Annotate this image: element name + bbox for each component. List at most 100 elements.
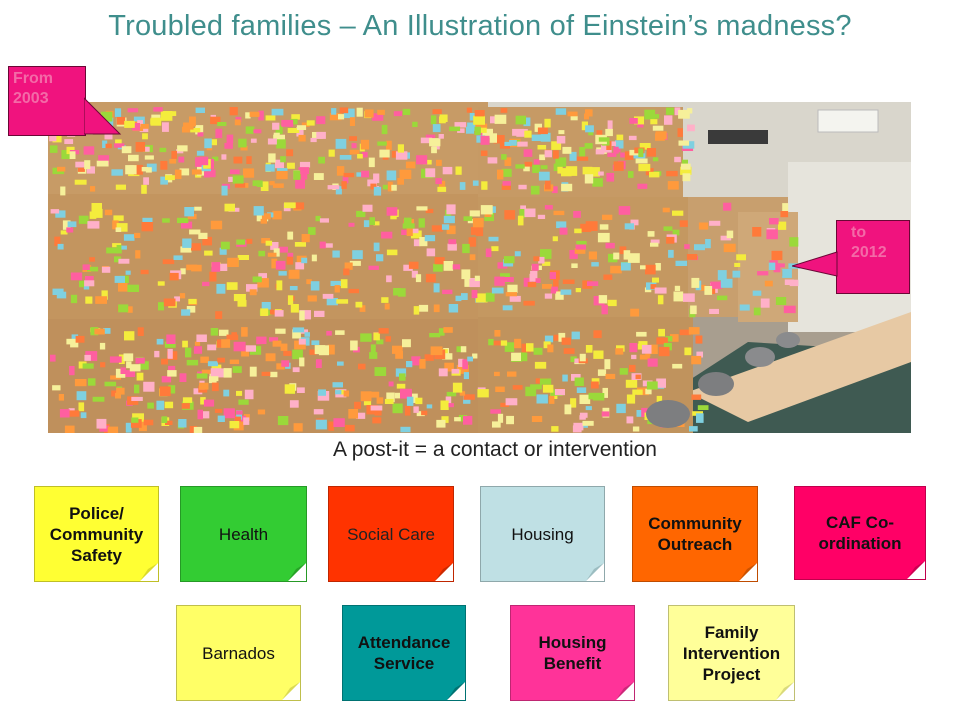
photo-post-it (84, 354, 91, 361)
photo-post-it (275, 159, 284, 169)
photo-post-it (326, 298, 338, 306)
photo-post-it (138, 421, 147, 432)
photo-post-it (613, 252, 620, 260)
photo-post-it (573, 422, 584, 431)
photo-post-it (94, 328, 105, 335)
photo-post-it (114, 143, 125, 148)
note-fold-icon (140, 563, 158, 581)
photo-post-it (260, 308, 269, 316)
photo-post-it (494, 330, 501, 337)
photo-post-it (630, 219, 639, 226)
photo-post-it (720, 235, 732, 241)
photo-post-it (438, 368, 448, 377)
photo-post-it (503, 256, 515, 264)
photo-post-it (550, 289, 557, 294)
photo-post-it (667, 181, 679, 190)
photo-post-it (89, 257, 95, 262)
photo-post-it (181, 221, 193, 229)
photo-post-it (298, 338, 306, 345)
photo-post-it (386, 275, 392, 283)
photo-post-it (83, 146, 95, 155)
photo-post-it (129, 364, 141, 372)
photo-post-it (689, 426, 698, 432)
callout-from-pointer (84, 97, 122, 135)
photo-post-it (193, 388, 203, 395)
photo-post-it (52, 135, 62, 143)
photo-post-it (431, 225, 443, 232)
photo-post-it (207, 361, 218, 367)
photo-post-it (567, 111, 578, 117)
photo-post-it (296, 127, 304, 137)
photo-post-it (680, 163, 691, 170)
photo-post-it (82, 363, 94, 369)
photo-post-it (555, 291, 564, 300)
photo-post-it (373, 173, 380, 184)
photo-post-it (75, 161, 88, 168)
photo-post-it (402, 339, 411, 348)
photo-post-it (575, 244, 586, 250)
photo-post-it (75, 335, 85, 343)
photo-post-it (271, 258, 278, 269)
photo-post-it (78, 215, 89, 224)
photo-post-it (257, 278, 269, 288)
photo-post-it (234, 183, 246, 188)
photo-post-it (277, 416, 289, 426)
photo-post-it (547, 344, 554, 353)
photo-post-it (179, 373, 187, 382)
photo-post-it (200, 397, 206, 405)
photo-post-it (753, 307, 761, 316)
photo-post-it (211, 364, 222, 372)
photo-post-it (124, 120, 135, 128)
photo-post-it (216, 263, 228, 271)
photo-post-it (338, 114, 345, 120)
photo-post-it (244, 389, 254, 400)
photo-post-it (585, 406, 592, 411)
photo-post-it (299, 161, 311, 168)
photo-post-it (314, 345, 326, 355)
photo-post-it (569, 250, 578, 259)
photo-post-it (494, 114, 507, 124)
photo-post-it (402, 108, 411, 115)
photo-post-it (717, 270, 727, 281)
photo-post-it (574, 377, 584, 386)
photo-post-it (637, 343, 646, 350)
photo-post-it (605, 242, 615, 249)
note-fold-icon (447, 682, 465, 700)
photo-post-it (388, 381, 394, 387)
photo-post-it (236, 410, 242, 420)
photo-post-it (349, 136, 357, 141)
photo-post-it (241, 327, 248, 337)
photo-post-it (356, 107, 363, 117)
photo-post-it (137, 167, 145, 172)
photo-post-it (357, 154, 363, 159)
photo-post-it (179, 168, 190, 176)
photo-post-it (579, 353, 586, 362)
photo-post-it (114, 275, 125, 283)
photo-post-it (339, 155, 352, 160)
photo-post-it (588, 129, 594, 136)
photo-post-it (386, 207, 398, 216)
photo-post-it (455, 295, 462, 302)
photo-post-it (287, 252, 294, 260)
photo-post-it (141, 222, 154, 232)
note-label: Police/ Community Safety (49, 503, 144, 565)
photo-post-it (515, 115, 526, 125)
photo-post-it (350, 340, 358, 351)
photo-post-it (610, 141, 616, 146)
photo-post-it (236, 239, 246, 245)
photo-post-it (116, 223, 128, 232)
photo-post-it (386, 392, 395, 403)
photo-post-it (439, 180, 446, 189)
photo-post-it (478, 129, 485, 140)
photo-post-it (156, 338, 164, 345)
photo-post-it (147, 402, 154, 409)
photo-post-it (658, 328, 665, 337)
photo-post-it (563, 348, 575, 354)
photo-post-it (245, 112, 251, 119)
photo-post-it (635, 374, 641, 380)
photo-post-it (107, 426, 119, 433)
photo-post-it (344, 424, 355, 432)
photo-post-it (579, 394, 591, 404)
photo-post-it (532, 164, 540, 173)
photo-post-it (537, 127, 548, 135)
